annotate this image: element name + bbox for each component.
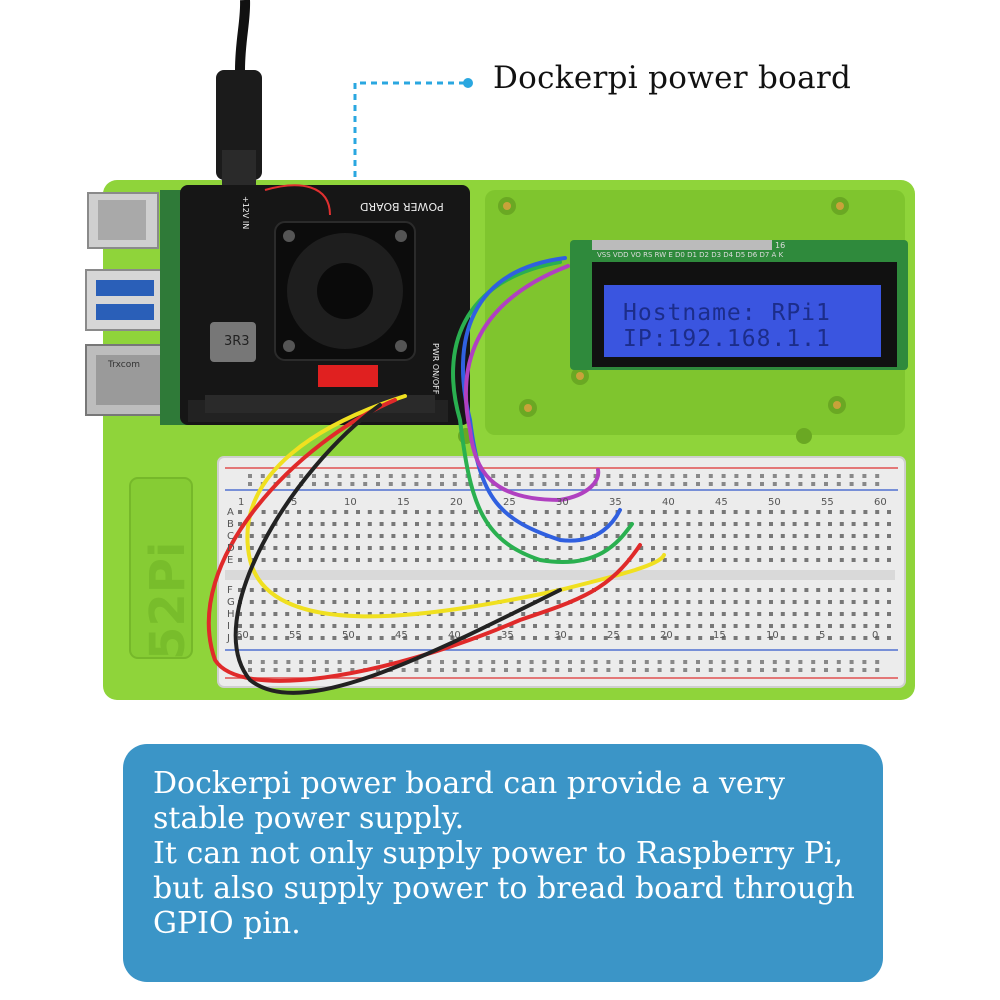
breadboard-column-number: 10 — [766, 630, 779, 641]
breadboard-column-number: 20 — [660, 630, 673, 641]
power-board-pcb — [180, 184, 470, 425]
jumper-wires — [206, 256, 666, 695]
breadboard-column-number: 25 — [607, 630, 620, 641]
breadboard-column-number: 45 — [395, 630, 408, 641]
breadboard-column-number: 45 — [715, 497, 728, 508]
ethernet-label: Trxcom — [108, 360, 141, 370]
raspberry-pi-ports — [85, 190, 190, 425]
breadboard-column-number: 15 — [397, 497, 410, 508]
breadboard-column-number: 35 — [609, 497, 622, 508]
power-switch-label: PWR ON/OFF — [431, 343, 440, 395]
lcd-line-2: IP:192.168.1.1 — [623, 326, 831, 352]
info-line: Dockerpi power board can provide a very — [153, 766, 785, 801]
breadboard-column-number: 5 — [819, 630, 826, 641]
breadboard-column-number: 40 — [662, 497, 675, 508]
breadboard-column-number: 25 — [503, 497, 516, 508]
breadboard-column-number: 50 — [342, 630, 355, 641]
breadboard-column-number: 55 — [289, 630, 302, 641]
callout-label: Dockerpi power board — [493, 60, 852, 96]
info-box: Dockerpi power board can provide a very … — [123, 744, 883, 982]
breadboard-column-number: 15 — [713, 630, 726, 641]
breadboard-row-letter: I — [227, 621, 230, 632]
breadboard — [217, 456, 906, 688]
info-line: GPIO pin. — [153, 906, 301, 941]
breadboard-column-number: 35 — [501, 630, 514, 641]
breadboard-column-number: 0 — [872, 630, 879, 641]
breadboard-row-letter: D — [227, 543, 235, 554]
breadboard-column-number: 30 — [556, 497, 569, 508]
callout-leader — [350, 78, 473, 193]
breadboard-row-letter: G — [227, 597, 235, 608]
breadboard-column-number: 60 — [874, 497, 887, 508]
breadboard-column-number: 30 — [554, 630, 567, 641]
lcd-pin-labels: VSS VDD VO RS RW E D0 D1 D2 D3 D4 D5 D6 … — [597, 251, 784, 259]
product-photo — [85, 0, 915, 700]
base-logo: 52Pi — [140, 541, 196, 660]
dc-input-label: +12V IN — [241, 196, 250, 230]
breadboard-row-letter: F — [227, 585, 233, 596]
lcd-module — [570, 240, 908, 370]
info-line: It can not only supply power to Raspberr… — [153, 836, 844, 871]
breadboard-row-letter: E — [227, 555, 234, 566]
breadboard-column-number: 20 — [450, 497, 463, 508]
power-board-label: POWER BOARD — [360, 200, 444, 213]
breadboard-column-number: 55 — [821, 497, 834, 508]
breadboard-column-number: 50 — [768, 497, 781, 508]
lcd-pin-count: 16 — [775, 241, 786, 250]
breadboard-row-letter: C — [227, 531, 234, 542]
info-line: stable power supply. — [153, 801, 465, 836]
breadboard-row-letter: A — [227, 507, 234, 518]
breadboard-column-number: 60 — [236, 630, 249, 641]
breadboard-row-letter: B — [227, 519, 234, 530]
breadboard-column-number: 10 — [344, 497, 357, 508]
breadboard-row-letter: J — [227, 633, 230, 644]
breadboard-column-number: 1 — [238, 497, 245, 508]
breadboard-column-number: 40 — [448, 630, 461, 641]
breadboard-column-number: 5 — [291, 497, 298, 508]
lcd-line-1: Hostname: RPi1 — [623, 300, 831, 326]
info-line: but also supply power to bread board thr… — [153, 871, 855, 906]
inductor-label: 3R3 — [224, 334, 250, 349]
breadboard-row-letter: H — [227, 609, 235, 620]
